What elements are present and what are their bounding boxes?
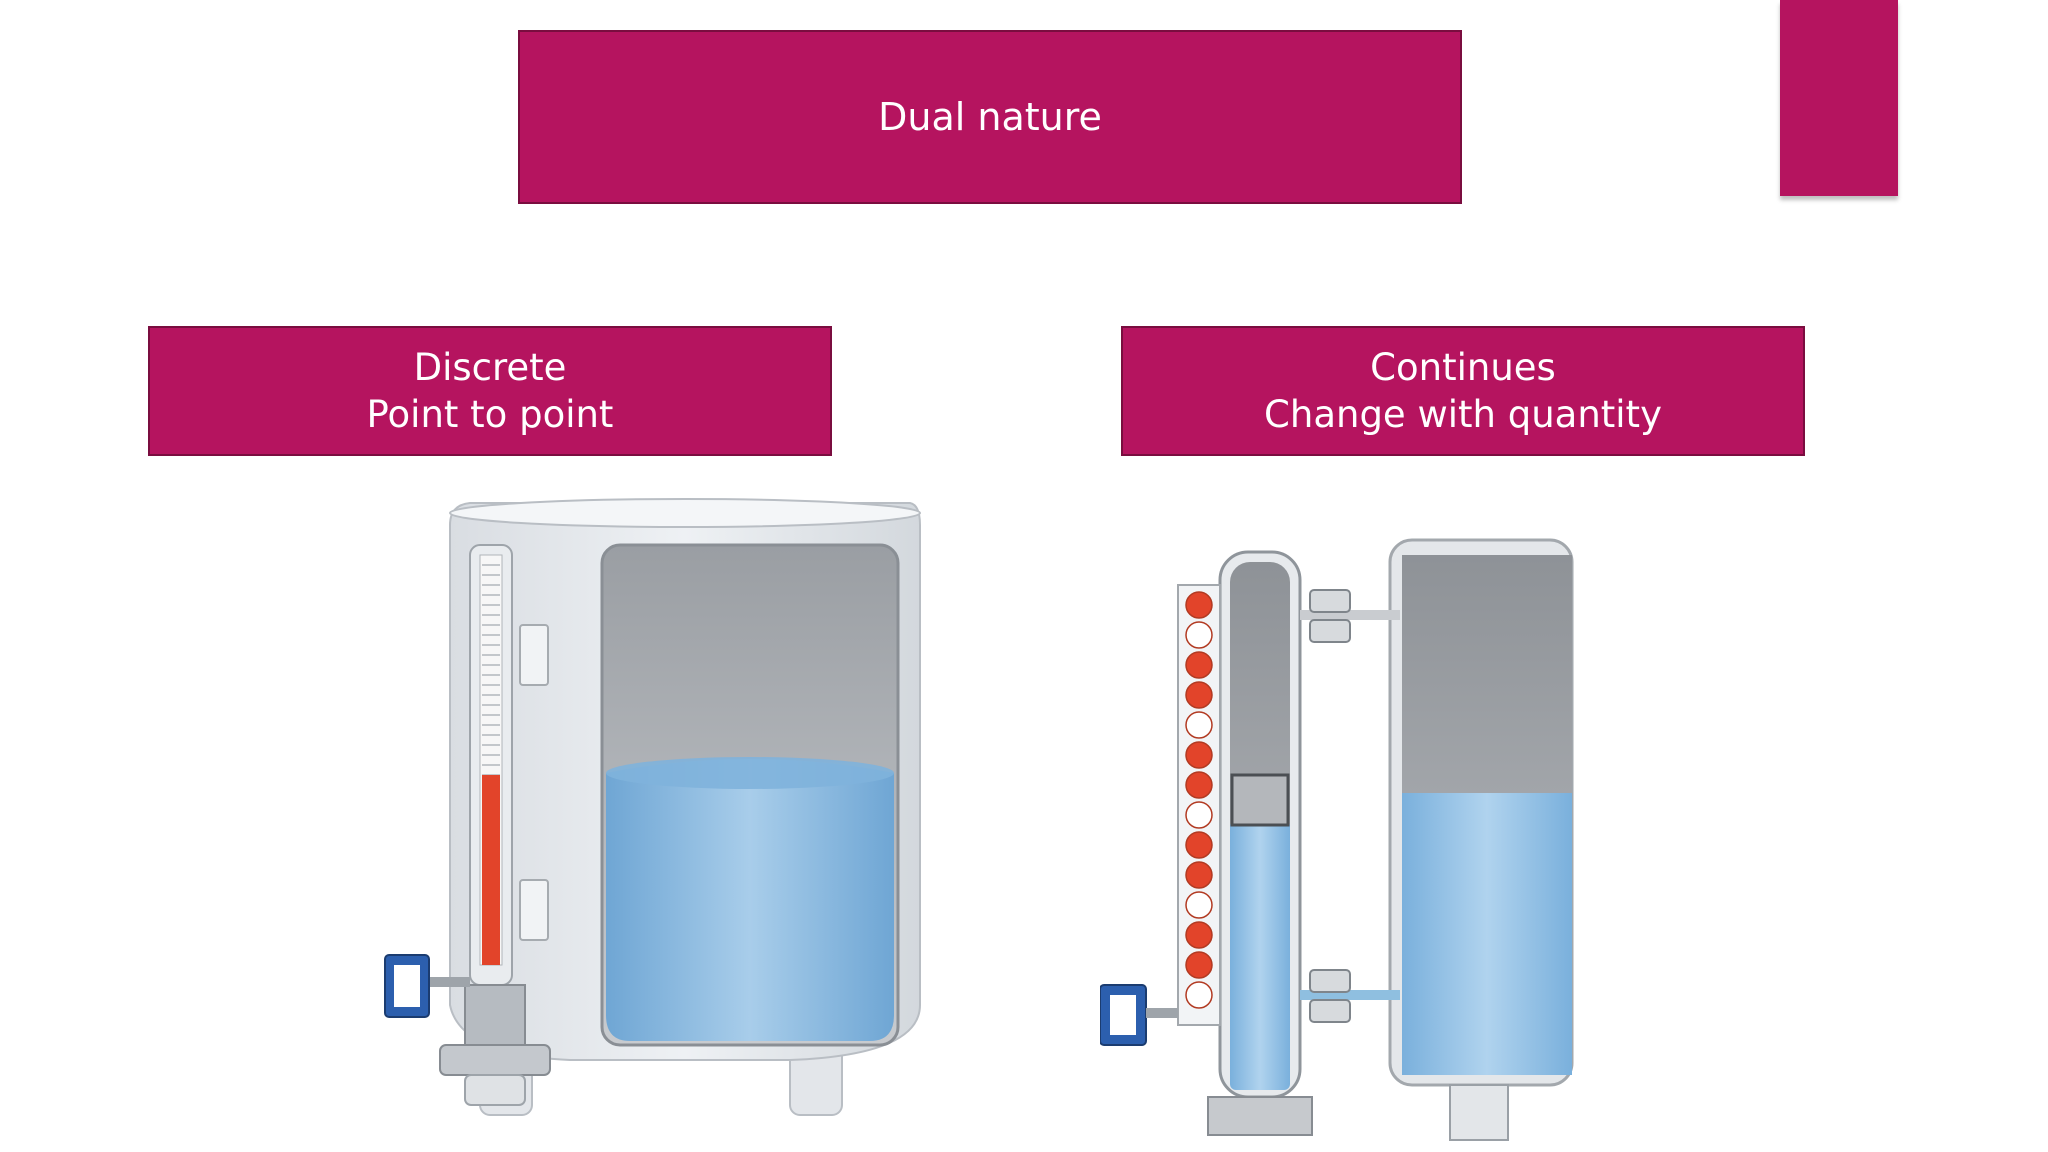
flag-indicator bbox=[1186, 652, 1212, 678]
flag-indicator bbox=[1186, 802, 1212, 828]
flag-indicator bbox=[1186, 712, 1212, 738]
title-box: Dual nature bbox=[518, 30, 1462, 204]
flag-indicator bbox=[1186, 622, 1212, 648]
title-text: Dual nature bbox=[878, 95, 1102, 139]
flag-indicator bbox=[1186, 892, 1212, 918]
discrete-box: Discrete Point to point bbox=[148, 326, 832, 456]
discrete-sublabel: Point to point bbox=[367, 391, 614, 438]
flag-indicator bbox=[1186, 862, 1212, 888]
discrete-tank-illustration bbox=[370, 495, 950, 1135]
flag-indicator bbox=[1186, 952, 1212, 978]
corner-accent-block bbox=[1780, 0, 1898, 196]
flag-indicator bbox=[1186, 682, 1212, 708]
flag-indicator bbox=[1186, 922, 1212, 948]
flag-indicator bbox=[1186, 832, 1212, 858]
continuous-box: Continues Change with quantity bbox=[1121, 326, 1805, 456]
flag-indicator bbox=[1186, 982, 1212, 1008]
flag-indicator bbox=[1186, 742, 1212, 768]
continuous-tank-illustration bbox=[1100, 530, 1580, 1150]
flag-indicator bbox=[1186, 772, 1212, 798]
continuous-sublabel: Change with quantity bbox=[1264, 391, 1662, 438]
flag-indicator bbox=[1186, 592, 1212, 618]
continuous-label: Continues bbox=[1370, 344, 1556, 391]
discrete-label: Discrete bbox=[414, 344, 567, 391]
